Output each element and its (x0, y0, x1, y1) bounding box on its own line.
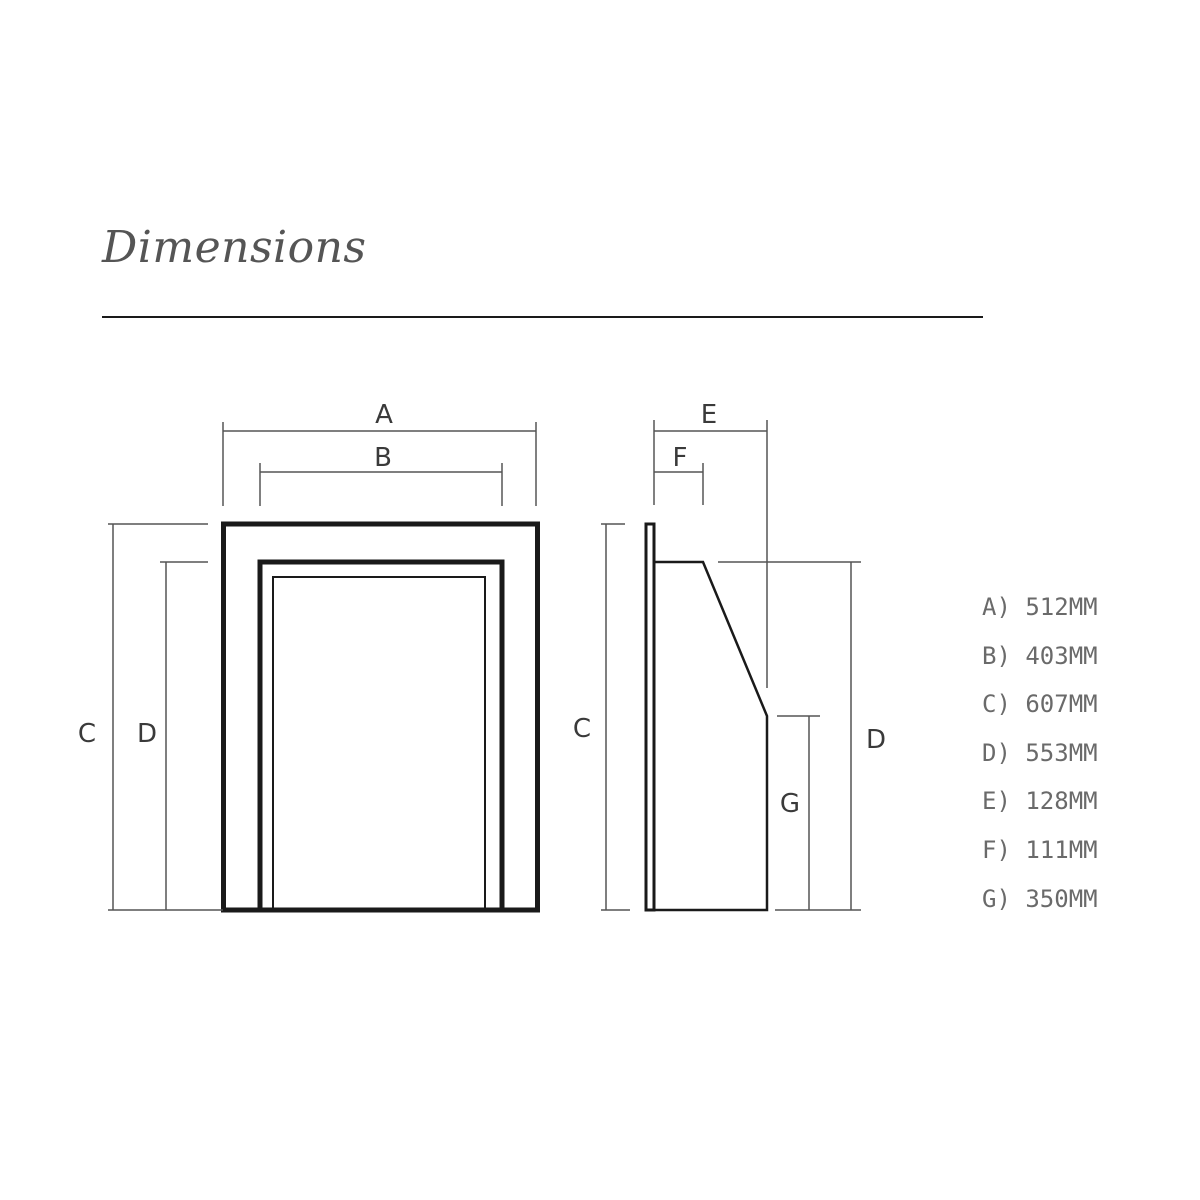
dimension-d-side (718, 561, 861, 911)
dimension-label-c-side: C (573, 714, 591, 744)
legend-item-f: F) 111MM (982, 835, 1098, 864)
title-divider (102, 316, 983, 318)
dimension-label-c-front: C (78, 719, 96, 749)
dimension-label-b: B (374, 443, 392, 473)
dimension-label-g: G (780, 789, 800, 819)
front-inner-frame (257, 559, 505, 913)
dimension-legend: A) 512MM B) 403MM C) 607MM D) 553MM E) 1… (982, 590, 1098, 930)
front-opening (272, 576, 486, 911)
legend-item-g: G) 350MM (982, 884, 1098, 913)
side-view (644, 522, 769, 912)
legend-item-d: D) 553MM (982, 738, 1098, 767)
dimension-label-e: E (701, 400, 717, 430)
legend-item-c: C) 607MM (982, 690, 1098, 719)
dimension-g (777, 715, 820, 910)
dimension-b (259, 463, 503, 506)
dimension-label-d-front: D (137, 719, 157, 749)
front-view (221, 521, 540, 913)
legend-item-b: B) 403MM (982, 641, 1098, 670)
dimension-e (653, 420, 768, 688)
page-title: Dimensions (102, 222, 367, 273)
side-back-plate (644, 522, 656, 912)
dimension-label-d-side: D (866, 725, 886, 755)
dimension-c-side (601, 523, 630, 911)
dimension-d-front (160, 561, 208, 910)
legend-item-a: A) 512MM (982, 593, 1098, 621)
dimension-label-a: A (375, 400, 393, 430)
dimension-a (222, 422, 537, 506)
legend-item-e: E) 128MM (982, 787, 1098, 816)
front-outer-frame (221, 521, 540, 913)
dimension-f (654, 463, 704, 505)
dimension-label-f: F (673, 443, 688, 473)
side-profile (654, 560, 769, 912)
